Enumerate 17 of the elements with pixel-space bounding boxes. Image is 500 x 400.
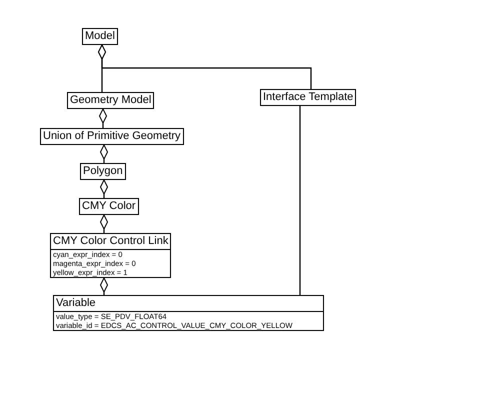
- connector-line: [100, 144, 108, 163]
- class-name: Geometry Model: [69, 93, 152, 108]
- connector-line: [98, 44, 312, 89]
- class-name: CMY Color Control Link: [52, 234, 170, 249]
- class-name: Variable: [55, 296, 97, 311]
- class-box: [53, 295, 324, 331]
- connector-line: [100, 214, 108, 233]
- class-name: Polygon: [82, 164, 124, 179]
- connector-line: [299, 106, 301, 295]
- connector-line: [100, 180, 108, 198]
- class-name: Union of Primitive Geometry: [42, 129, 182, 144]
- connector-line: [99, 108, 107, 128]
- class-name: Interface Template: [262, 90, 354, 105]
- class-name: Model: [84, 29, 116, 44]
- connector-line: [100, 278, 108, 295]
- class-box: [50, 233, 172, 278]
- class-name: CMY Color: [81, 199, 137, 214]
